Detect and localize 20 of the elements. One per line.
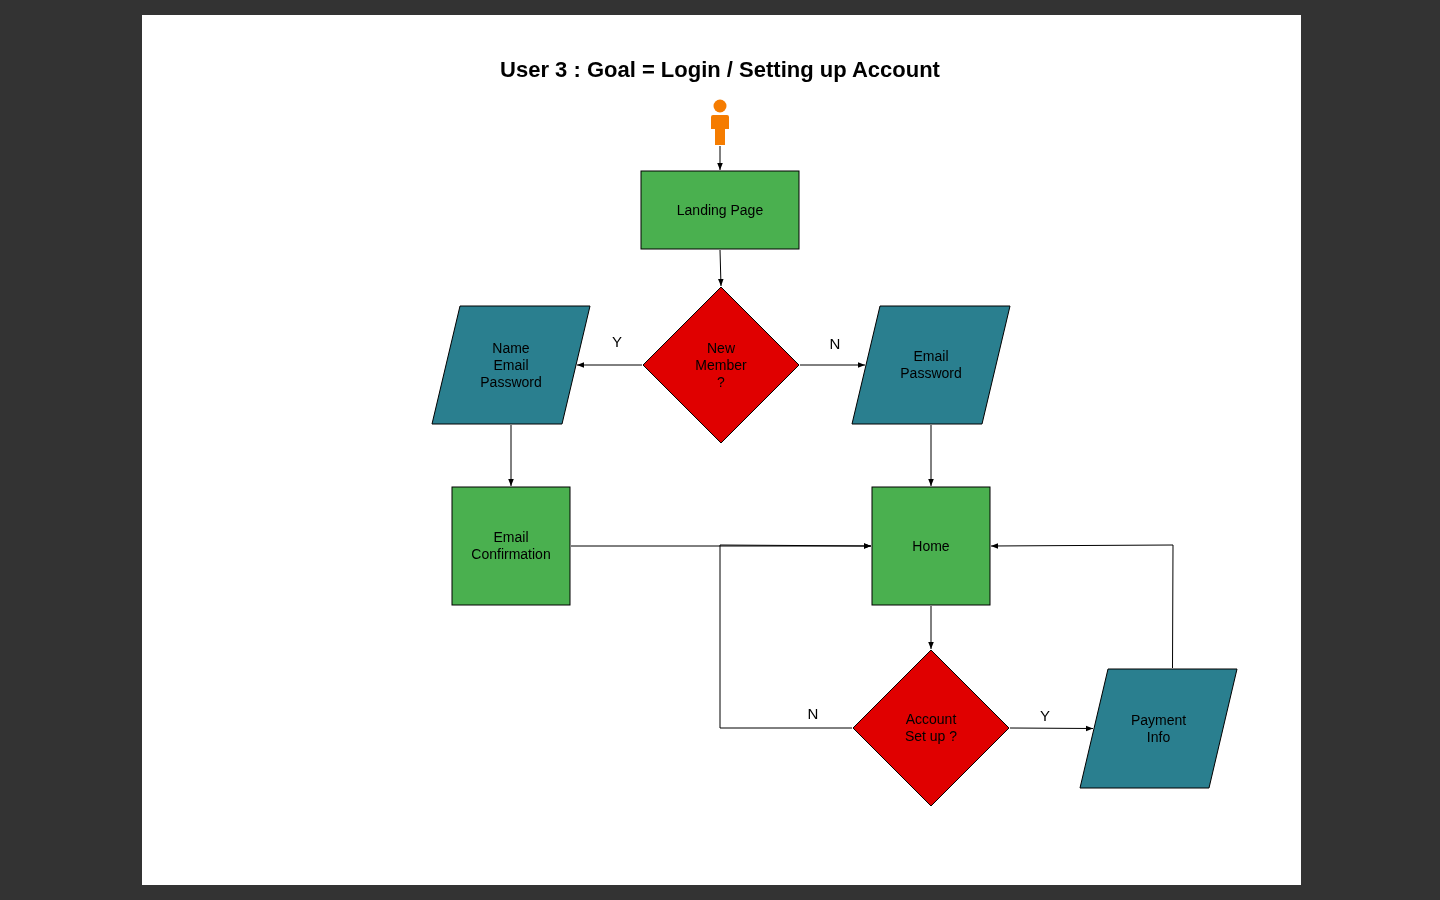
node-label: Landing Page bbox=[675, 201, 765, 219]
arrow bbox=[990, 543, 1174, 669]
node-label: New Member ? bbox=[694, 339, 748, 391]
arrow bbox=[508, 424, 514, 487]
node-label: Account Set up ? bbox=[903, 711, 959, 745]
arrow bbox=[570, 543, 872, 549]
arrow bbox=[576, 362, 643, 368]
node-label: Email Password bbox=[899, 348, 963, 382]
diagram-title: User 3 : Goal = Login / Setting up Account bbox=[499, 57, 941, 83]
node-label: Home bbox=[911, 537, 951, 555]
node-label: Email Confirmation bbox=[470, 529, 552, 563]
arrow bbox=[718, 249, 724, 287]
node-label: Name Email Password bbox=[479, 339, 543, 391]
arrow bbox=[928, 424, 934, 487]
arrow bbox=[928, 605, 934, 650]
arrow bbox=[1009, 725, 1094, 732]
arrow bbox=[719, 543, 872, 729]
arrow bbox=[717, 145, 723, 171]
node-label: Payment Info bbox=[1129, 711, 1188, 746]
arrow bbox=[799, 362, 866, 368]
